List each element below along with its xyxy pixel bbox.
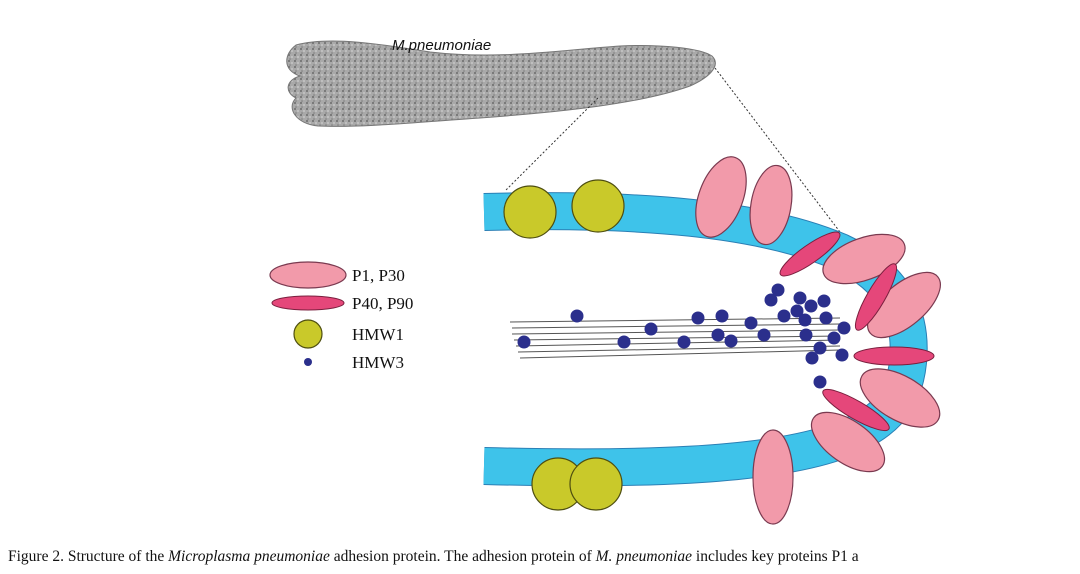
hmw3-dot [711, 328, 725, 342]
p1-ellipse [859, 368, 941, 428]
p40-ellipse [853, 346, 935, 366]
hmw3-dot [804, 299, 818, 313]
legend: P1, P30 P40, P90 HMW1 HMW3 [269, 261, 413, 372]
caption-suffix: includes key proteins P1 a [692, 548, 859, 565]
caption-prefix: Figure 2. Structure of the [8, 548, 169, 565]
hmw3-dot [570, 309, 584, 323]
legend-label-p40: P40, P90 [352, 294, 413, 313]
hmw3-dot [677, 335, 691, 349]
legend-label-hmw3: HMW3 [352, 353, 404, 372]
hmw3-dot [644, 322, 658, 336]
hmw1-circle [571, 179, 625, 233]
zoom-line-left [505, 97, 599, 191]
legend-label-p1: P1, P30 [352, 266, 405, 285]
hmw3-dot [764, 293, 778, 307]
hmw3-proteins [517, 283, 851, 389]
hmw3-dot [777, 309, 791, 323]
p1-ellipse [752, 429, 794, 525]
p40-ellipse [779, 231, 841, 277]
hmw3-dot [798, 313, 812, 327]
caption-middle: adhesion protein. The adhesion protein o… [329, 548, 596, 565]
p1-ellipse [810, 411, 886, 473]
hmw3-dot [771, 283, 785, 297]
caption-italic-species: Microplasma pneumoniae [168, 548, 330, 565]
hmw3-dot [827, 331, 841, 345]
p40-p90-proteins [779, 231, 935, 432]
organism-label: M.pneumoniae [392, 37, 491, 54]
legend-label-hmw1: HMW1 [352, 325, 404, 344]
p1-ellipse [749, 164, 793, 246]
hmw3-dot [799, 328, 813, 342]
hmw1-circle [503, 185, 557, 239]
caption-italic-abbrev: M. pneumoniae [595, 548, 693, 565]
hmw1-proteins [503, 179, 625, 511]
p1-ellipse [695, 156, 747, 238]
p40-ellipse [822, 388, 890, 432]
hmw3-dot [837, 321, 851, 335]
hmw1-circle [569, 457, 623, 511]
hmw3-dot [817, 294, 831, 308]
hmw3-dot [790, 304, 804, 318]
hmw3-dot [793, 291, 807, 305]
hmw3-dot [715, 309, 729, 323]
bacterium-micrograph [286, 40, 716, 127]
legend-p1-swatch [269, 261, 347, 289]
hmw3-dot [724, 334, 738, 348]
hmw3-dot [744, 316, 758, 330]
hmw3-dot [617, 335, 631, 349]
hmw3-dot [517, 335, 531, 349]
hmw3-dot [805, 351, 819, 365]
hmw3-dot [813, 375, 827, 389]
hmw3-dot [835, 348, 849, 362]
figure-caption: Figure 2. Structure of the Microplasma p… [8, 546, 1080, 568]
hmw3-dot [691, 311, 705, 325]
legend-hmw1-swatch [293, 319, 323, 349]
legend-hmw3-swatch [304, 358, 312, 366]
cytoskeletal-filaments [509, 317, 841, 359]
hmw3-dot [757, 328, 771, 342]
hmw3-dot [813, 341, 827, 355]
p40-ellipse [854, 263, 898, 331]
hmw3-dot [819, 311, 833, 325]
legend-p40-swatch [271, 295, 345, 311]
adhesion-protein-diagram: M.pneumoniae [269, 37, 941, 525]
